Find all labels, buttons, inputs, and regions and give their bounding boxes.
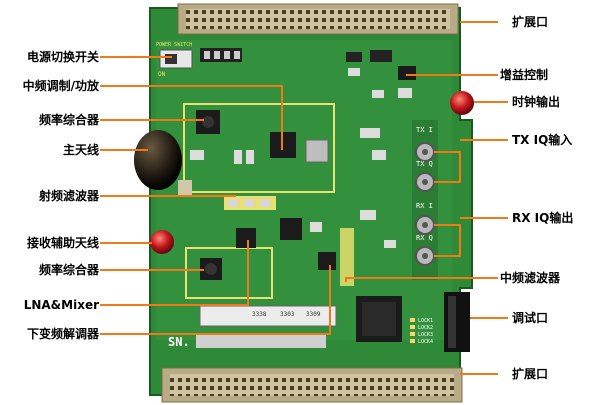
- tx-q-silk: TX Q: [416, 160, 433, 168]
- lock-leds: LOCK1 LOCK2 LOCK3 LOCK4: [410, 318, 433, 345]
- jumper-1-silk: 3338: [252, 311, 267, 318]
- tx-rx-connectors: TX I TX Q RX I RX Q: [412, 120, 438, 280]
- label-freq-synth-1: 频率综合器: [39, 112, 100, 127]
- rx-q-silk: RX Q: [416, 234, 433, 242]
- rx-aux-antenna: [150, 230, 174, 254]
- label-debug-port: 调试口: [512, 310, 548, 325]
- power-switch-silk: POWER SWITCH: [156, 42, 192, 48]
- bottom-expansion-connector: [161, 367, 463, 403]
- lock3-silk: LOCK3: [418, 332, 433, 338]
- leader-lines: [100, 21, 508, 375]
- power-switch: POWER SWITCH ON: [156, 42, 193, 78]
- synth-2-area: [185, 247, 273, 299]
- label-rf-filter: 射频滤波器: [38, 188, 100, 203]
- sn-field: [196, 334, 326, 348]
- rf-filter: [224, 196, 276, 210]
- label-lna-mixer: LNA&Mixer: [24, 298, 99, 312]
- debug-mcu: [356, 296, 402, 342]
- main-antenna: [134, 130, 192, 196]
- label-expansion-bottom: 扩展口: [512, 366, 548, 381]
- lock2-silk: LOCK2: [418, 325, 433, 331]
- rx-i-silk: RX I: [416, 202, 433, 210]
- gain-control-block: [346, 50, 416, 98]
- header-row: 3338 3303 3309: [199, 305, 337, 327]
- label-tx-iq-input: TX IQ输入: [512, 132, 572, 147]
- label-if-filter: 中频滤波器: [500, 270, 561, 285]
- label-demodulator: 下变频解调器: [27, 326, 100, 341]
- label-power-switch: 电源切换开关: [27, 49, 99, 64]
- power-on-silk: ON: [158, 71, 166, 78]
- label-modulator-pa: 中频调制/功放: [23, 78, 100, 93]
- power-header: [200, 48, 242, 62]
- jumper-3-silk: 3309: [306, 311, 321, 318]
- modulator-pa-area: [183, 103, 335, 193]
- label-main-antenna: 主天线: [63, 142, 99, 157]
- debug-port: [444, 292, 470, 352]
- lock4-silk: LOCK4: [418, 339, 433, 345]
- label-rx-aux-antenna: 接收辅助天线: [27, 235, 99, 250]
- lock1-silk: LOCK1: [418, 318, 433, 324]
- lna-mixer-area: [236, 218, 336, 270]
- top-expansion-connector: [177, 3, 459, 35]
- label-rx-iq-output: RX IQ输出: [512, 210, 573, 225]
- clock-output-connector: [450, 91, 474, 115]
- label-expansion-top: 扩展口: [512, 14, 548, 29]
- label-freq-synth-2: 频率综合器: [39, 262, 100, 277]
- label-clock-output: 时钟输出: [512, 94, 560, 109]
- mid-components: [360, 128, 396, 248]
- sn-silk: SN.: [168, 335, 190, 349]
- if-filter: [340, 228, 354, 286]
- tx-i-silk: TX I: [416, 126, 433, 134]
- label-gain-control: 增益控制: [500, 67, 548, 82]
- jumper-2-silk: 3303: [280, 311, 295, 318]
